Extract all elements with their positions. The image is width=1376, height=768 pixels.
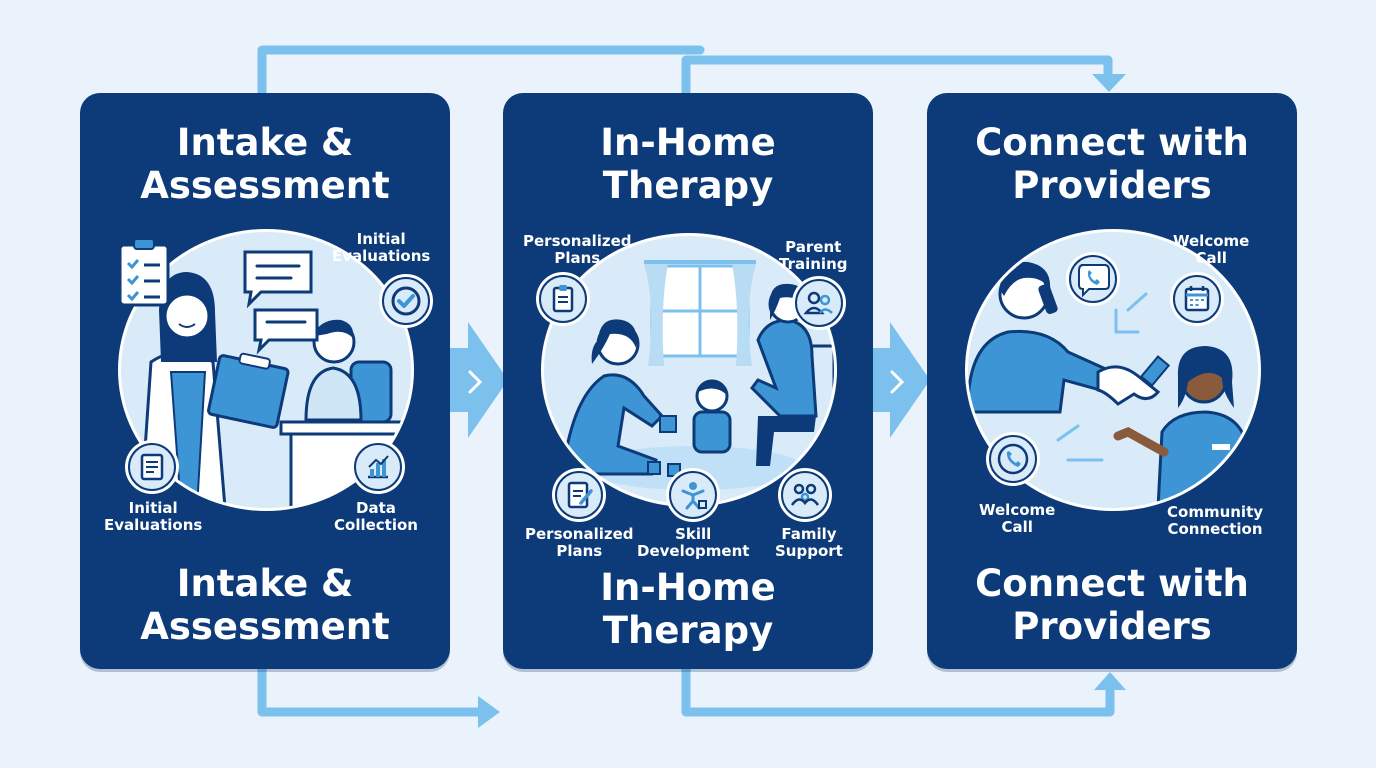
label-skill-development: Skill Development [637,525,750,560]
card-title-top: Intake & Assessment [140,121,390,207]
label-initial-evaluations-bottom: Initial Evaluations [104,499,203,534]
label-initial-evaluations-top: Initial Evaluations [332,230,431,265]
bar-chart-icon [354,443,402,491]
card-in-home-therapy: In-Home Therapy [503,93,873,669]
card-title-top: Connect with Providers [975,121,1249,207]
top-arrowhead [1092,74,1126,92]
child-skill-icon [669,471,717,519]
phone-icon [989,435,1037,483]
bottom-connector-right [681,657,1115,717]
label-parent-training: Parent Training [779,238,848,273]
family-icon [781,471,829,519]
card-title-bottom: Intake & Assessment [140,562,390,648]
illustration-circle [541,233,837,507]
parents-icon [795,279,843,327]
card-intake-assessment: Intake & Assessment [80,93,450,669]
label-welcome-call-top: Welcome Call [1173,232,1250,267]
document-pen-icon [555,471,603,519]
illustration-circle [118,229,414,511]
card-title-bottom: In-Home Therapy [600,566,776,652]
checkmark-icon [382,277,430,325]
phone-bubble-icon [1069,255,1117,303]
chevron-right-icon [890,370,905,394]
label-community-connection: Community Connection [1167,503,1264,538]
providers-illustration [968,261,1258,508]
chevron-right-icon [468,370,483,394]
card-title-top: In-Home Therapy [600,121,776,207]
bottom-connector-left [257,657,485,717]
bottom-arrowhead-left [478,696,500,728]
card-connect-with-providers: Connect with Providers [927,93,1297,669]
label-personalized-plans-bottom: Personalized Plans [525,525,634,560]
label-data-collection: Data Collection [334,499,418,534]
clipboard-checklist-icon [116,235,172,311]
label-personalized-plans-top: Personalized Plans [523,232,632,267]
therapy-illustration [562,260,834,490]
label-family-support: Family Support [775,525,843,560]
checklist-icon [128,443,176,491]
label-welcome-call-bottom: Welcome Call [979,501,1056,536]
bottom-arrowhead-right [1094,672,1126,690]
calendar-icon [1173,275,1221,323]
middle-arrow-2 [868,322,930,438]
clipboard-icon [539,275,587,323]
card-title-bottom: Connect with Providers [975,562,1249,648]
middle-arrow-1 [446,322,508,438]
top-connector-right [681,55,1113,105]
top-connector-left [257,45,705,105]
